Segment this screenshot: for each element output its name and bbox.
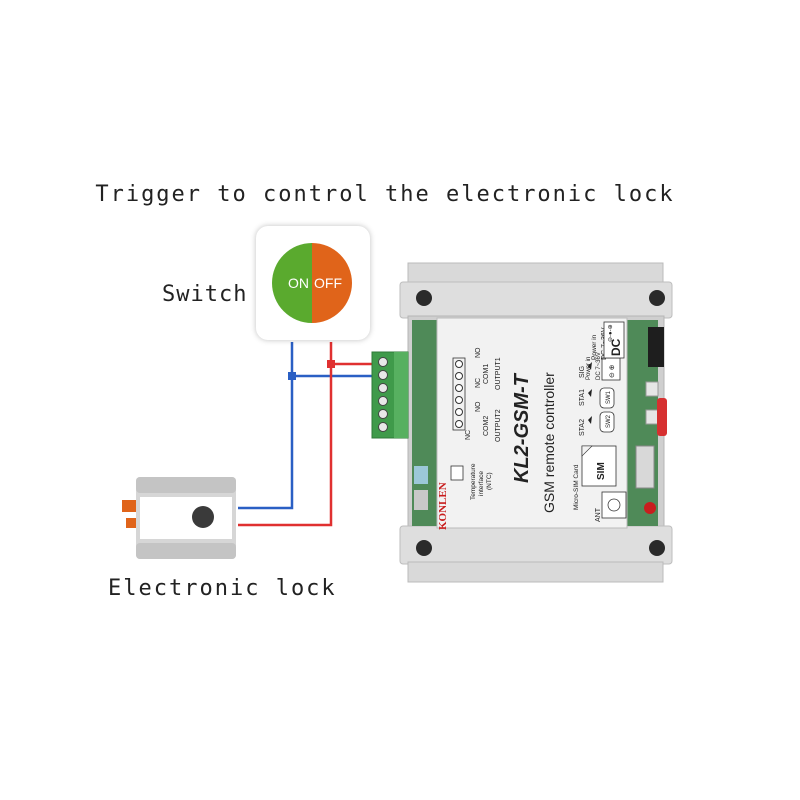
micro-sim-label: Micro-SIM Card bbox=[573, 464, 580, 510]
label-no2: NO bbox=[475, 401, 482, 412]
screw-hole bbox=[416, 540, 432, 556]
sw2-box bbox=[599, 411, 615, 433]
electronic-lock bbox=[122, 477, 236, 559]
dc-label: DC bbox=[609, 338, 623, 356]
led-indicator bbox=[588, 389, 592, 397]
wires bbox=[238, 342, 378, 527]
screw-hole bbox=[416, 290, 432, 306]
switch-off-text[interactable]: OFF bbox=[312, 243, 352, 323]
label-panel bbox=[436, 317, 628, 529]
switch-button[interactable]: ON OFF bbox=[256, 226, 370, 340]
enclosure-flange-bottom bbox=[399, 525, 673, 565]
led-indicator bbox=[588, 416, 592, 424]
blue-junction bbox=[288, 372, 296, 380]
enclosure-flange-top bbox=[399, 281, 673, 319]
dc-small-polarity: ⊖ ⊕ bbox=[609, 364, 616, 378]
button bbox=[645, 381, 659, 397]
lock-cylinder bbox=[192, 506, 214, 528]
switch-on-text[interactable]: ON bbox=[272, 243, 312, 323]
sw1-box bbox=[599, 387, 615, 409]
brand-logo: KONLEN bbox=[437, 482, 449, 530]
lock-bolt-bottom bbox=[126, 518, 136, 528]
led-red bbox=[644, 502, 656, 514]
dc-polarity: ⊖-●-⊕ bbox=[608, 324, 614, 342]
pcb-component bbox=[414, 490, 428, 510]
red-wire-to-lock bbox=[238, 364, 333, 527]
label-output1: OUTPUT1 bbox=[495, 357, 502, 390]
led-indicator bbox=[588, 362, 592, 370]
label-com2: COM2 bbox=[483, 416, 490, 436]
red-led-side bbox=[657, 398, 667, 436]
lock-band-top bbox=[136, 477, 236, 493]
sim-holder bbox=[635, 445, 655, 489]
button bbox=[645, 409, 659, 425]
label-output2: OUTPUT2 bbox=[495, 409, 502, 442]
sim-slot-corner bbox=[581, 445, 593, 457]
temp-label-1: Temperature bbox=[470, 463, 477, 500]
diagram-title: Trigger to control the electronic lock bbox=[95, 182, 675, 207]
label-nc2: NC bbox=[465, 430, 472, 440]
temp-label-3: (NTC) bbox=[486, 472, 493, 490]
terminal-screw-icons bbox=[452, 357, 466, 431]
label-sw1: SW1 bbox=[606, 390, 612, 404]
sim-label: SIM bbox=[596, 462, 607, 480]
power-in-small: Power in bbox=[586, 357, 592, 380]
gsm-controller: KL2-GSM-T GSM remote controller KONLEN N… bbox=[371, 262, 673, 583]
lock-bolt-top bbox=[122, 500, 136, 512]
temp-connector bbox=[450, 465, 464, 481]
dc-small: DC 7~36V bbox=[596, 352, 602, 380]
blue-wire bbox=[290, 342, 378, 378]
blue-wire-to-lock bbox=[238, 376, 294, 510]
switch-label: Switch bbox=[162, 282, 248, 307]
ant-connector bbox=[607, 498, 621, 512]
screw-hole bbox=[649, 290, 665, 306]
screw-hole bbox=[649, 540, 665, 556]
temp-label-2: interface bbox=[478, 471, 485, 496]
label-sig: SIG bbox=[579, 366, 586, 378]
enclosure-bottom-rail bbox=[407, 561, 664, 583]
dc-jack bbox=[648, 327, 664, 367]
device-subtitle: GSM remote controller bbox=[541, 372, 557, 513]
terminal-screws bbox=[378, 357, 388, 432]
terminal-block-front bbox=[394, 352, 408, 438]
model-name: KL2-GSM-T bbox=[511, 372, 533, 483]
label-sw2: SW2 bbox=[606, 414, 612, 428]
label-sta1: STA1 bbox=[579, 389, 586, 406]
sim-slot bbox=[581, 445, 617, 487]
power-in-label: Power in bbox=[591, 334, 598, 360]
ant-label: ANT bbox=[595, 507, 602, 522]
label-nc1: NC bbox=[475, 378, 482, 388]
red-wire bbox=[329, 342, 378, 366]
lock-band-bottom bbox=[136, 543, 236, 559]
pcb-component bbox=[414, 466, 428, 484]
label-com1: COM1 bbox=[483, 364, 490, 384]
label-sta2: STA2 bbox=[579, 419, 586, 436]
label-no1: NO bbox=[475, 347, 482, 358]
switch-circle[interactable]: ON OFF bbox=[272, 243, 352, 323]
red-junction bbox=[327, 360, 335, 368]
lock-label: Electronic lock bbox=[108, 576, 337, 601]
dc-box bbox=[603, 321, 625, 359]
lock-face bbox=[140, 497, 232, 539]
